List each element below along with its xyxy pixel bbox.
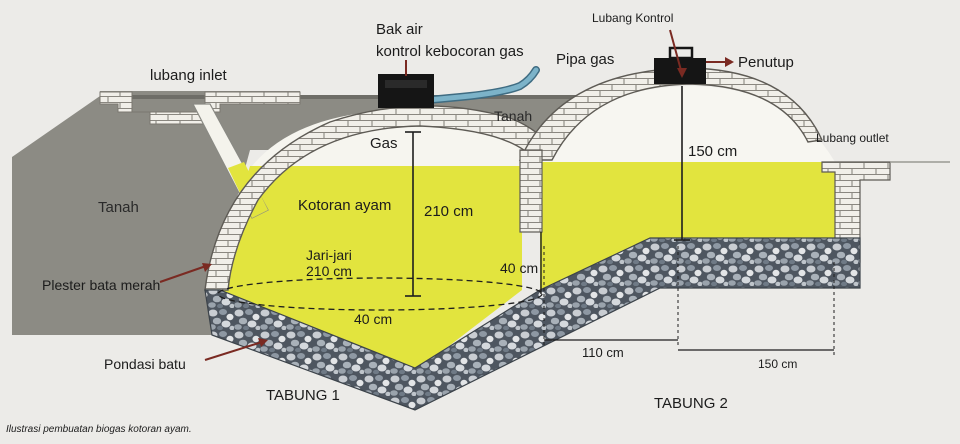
label-dim-150: 150 cm [758,357,797,371]
label-lubang-kontrol: Lubang Kontrol [592,11,673,25]
arrow-plester-head [202,263,212,272]
control-cap-handle [668,46,694,60]
slurry-tank1-bowl [212,290,522,372]
label-height-150: 150 cm [688,143,737,160]
label-bak-air: Bak air [376,21,423,38]
label-lubang-inlet: lubang inlet [150,67,228,84]
label-lubang-outlet: Lubang outlet [816,131,889,145]
base-ellipse [217,277,543,311]
stone-foundation [204,237,861,411]
slurry-tank2 [540,162,835,290]
arrow-penutup-head [725,57,734,67]
soil-top-edge [100,95,590,99]
water-tank-rim [385,80,427,88]
arrow-pondasi-head [258,338,268,347]
label-pondasi: Pondasi batu [104,356,186,372]
slurry-tank1 [212,166,522,290]
center-wall [519,149,543,233]
label-pipa-gas: Pipa gas [556,51,614,68]
caption: Ilustrasi pembuatan biogas kotoran ayam. [6,424,192,435]
label-wall-40: 40 cm [500,260,538,276]
label-tabung2: TABUNG 2 [654,395,728,412]
label-tanah-left: Tanah [98,199,139,216]
label-penutup: Penutup [738,54,794,71]
label-base-40: 40 cm [354,311,392,327]
label-kotoran-ayam: Kotoran ayam [298,197,391,214]
gas-space-tank2 [540,86,835,162]
arrow-lubang-kontrol [669,29,683,75]
label-gas: Gas [370,135,398,152]
arrow-lubang-kontrol-head [677,68,687,78]
water-tank [378,74,434,108]
label-tabung1: TABUNG 1 [266,387,340,404]
label-plester: Plester bata merah [42,277,160,293]
label-jari-jari: Jari-jari [306,247,352,263]
dome-tank2 [518,67,824,161]
label-kontrol-kebocoran: kontrol kebocoran gas [376,43,524,60]
arrow-pondasi [204,341,263,361]
label-height-210: 210 cm [424,203,473,220]
arrow-plester [159,265,207,283]
label-dim-110: 110 cm [582,345,624,360]
soil-left [12,91,590,335]
label-jari-jari-value: 210 cm [306,263,352,279]
label-tanah-top: Tanah [494,108,532,124]
